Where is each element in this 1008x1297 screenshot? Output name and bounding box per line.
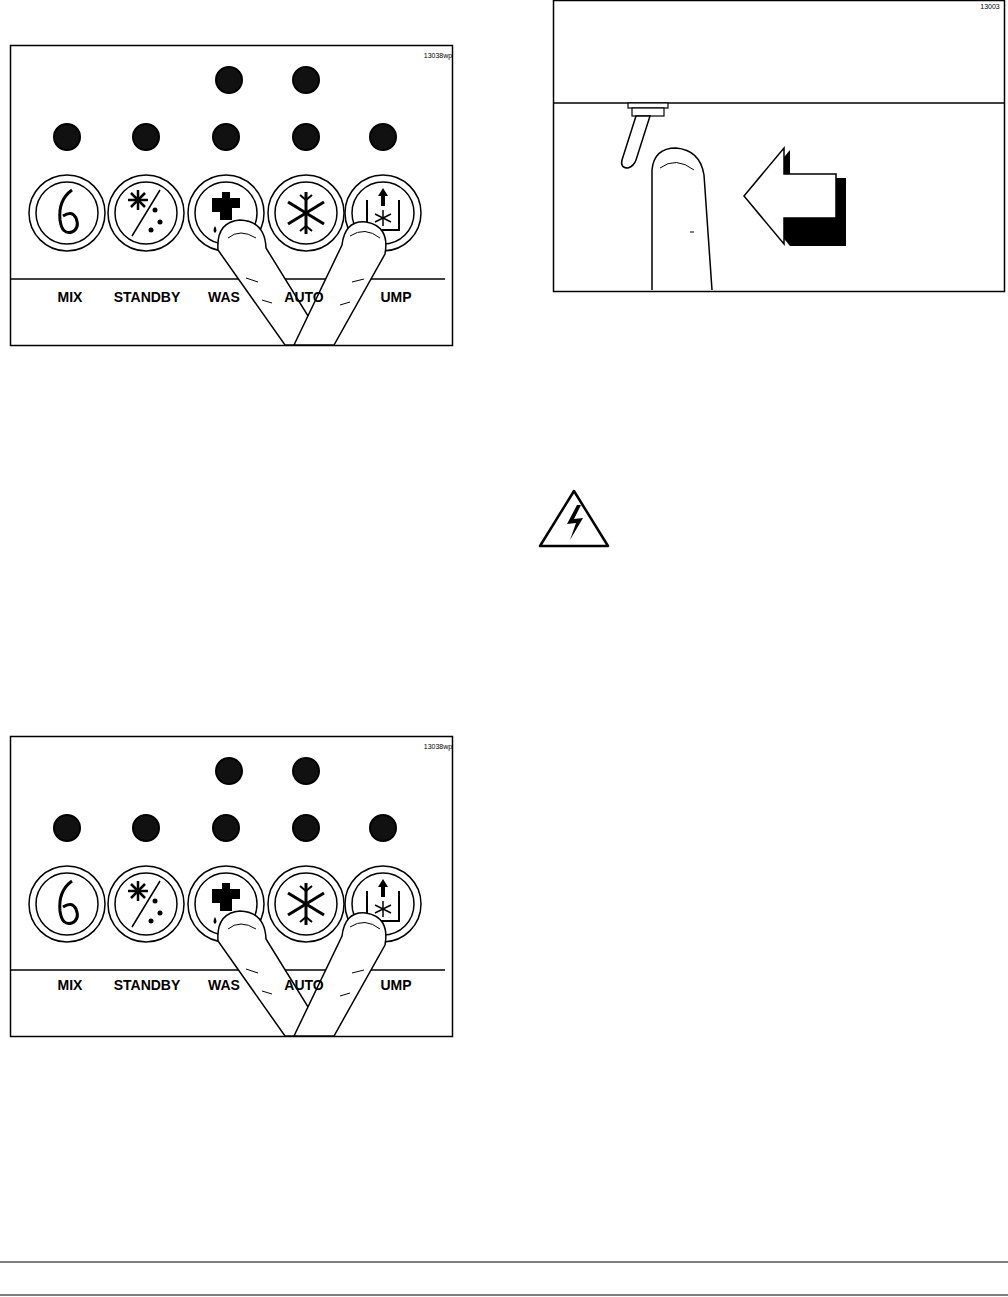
button-label: WAS bbox=[208, 977, 240, 993]
figure-code: 13038wp bbox=[424, 743, 452, 751]
button-label: MIX bbox=[58, 289, 83, 305]
button-label: WAS bbox=[208, 289, 240, 305]
button-label: UMP bbox=[380, 977, 411, 993]
electrical-warning-symbol bbox=[540, 491, 608, 546]
figure-code: 13038wp bbox=[424, 52, 452, 60]
figure-code: 13003 bbox=[980, 3, 999, 11]
footer-rule bbox=[0, 1294, 1008, 1295]
button-label: AUTO bbox=[284, 289, 323, 305]
button-label: AUTO bbox=[284, 977, 323, 993]
footer-rule bbox=[0, 1261, 1008, 1262]
control-panel bbox=[10, 737, 453, 1037]
button-label: MIX bbox=[58, 977, 83, 993]
control-panel bbox=[10, 46, 453, 346]
button-label: UMP bbox=[380, 289, 411, 305]
button-label: STANDBY bbox=[114, 977, 181, 993]
button-label: STANDBY bbox=[114, 289, 181, 305]
toggle-switch-figure bbox=[553, 1, 1005, 292]
